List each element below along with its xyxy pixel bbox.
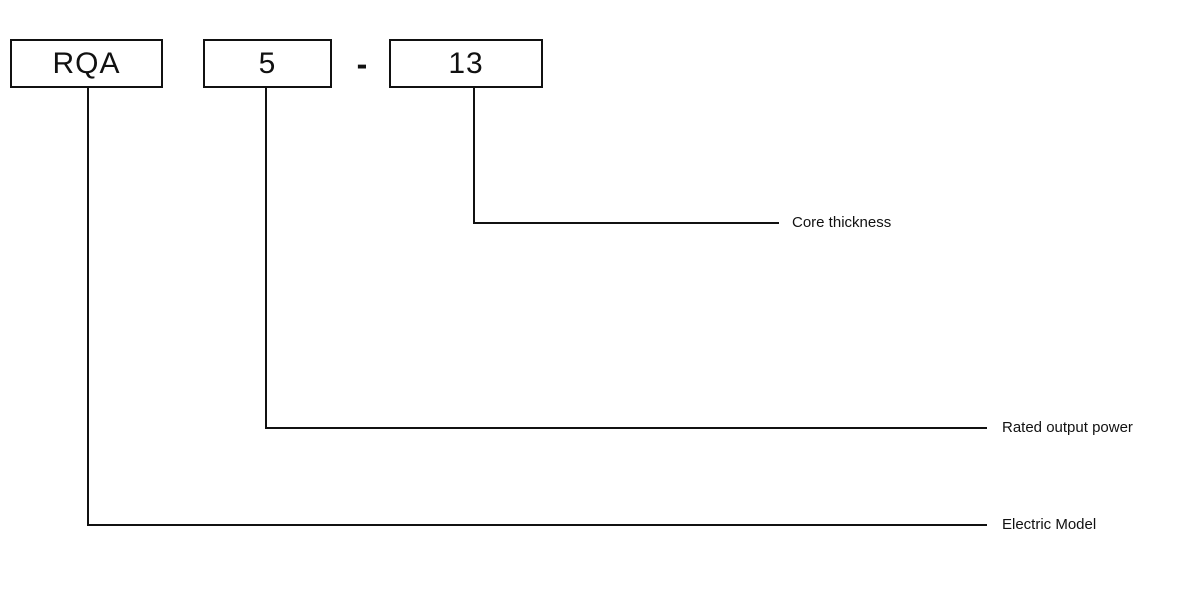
power-code-text: 5 (258, 46, 277, 80)
model-code-box: RQA (10, 39, 163, 88)
core-code-box: 13 (389, 39, 543, 88)
power-leader-horizontal (265, 427, 987, 429)
core-leader-vertical (473, 88, 475, 224)
core-leader-horizontal (473, 222, 779, 224)
rated-output-power-label: Rated output power (1002, 419, 1133, 436)
electric-model-label: Electric Model (1002, 516, 1097, 533)
core-thickness-label: Core thickness (792, 214, 892, 231)
power-code-box: 5 (203, 39, 332, 88)
model-code-text: RQA (52, 46, 121, 80)
model-leader-horizontal (87, 524, 987, 526)
model-leader-vertical (87, 88, 89, 526)
power-leader-vertical (265, 88, 267, 429)
code-separator: - (356, 45, 368, 82)
core-code-text: 13 (448, 46, 484, 80)
